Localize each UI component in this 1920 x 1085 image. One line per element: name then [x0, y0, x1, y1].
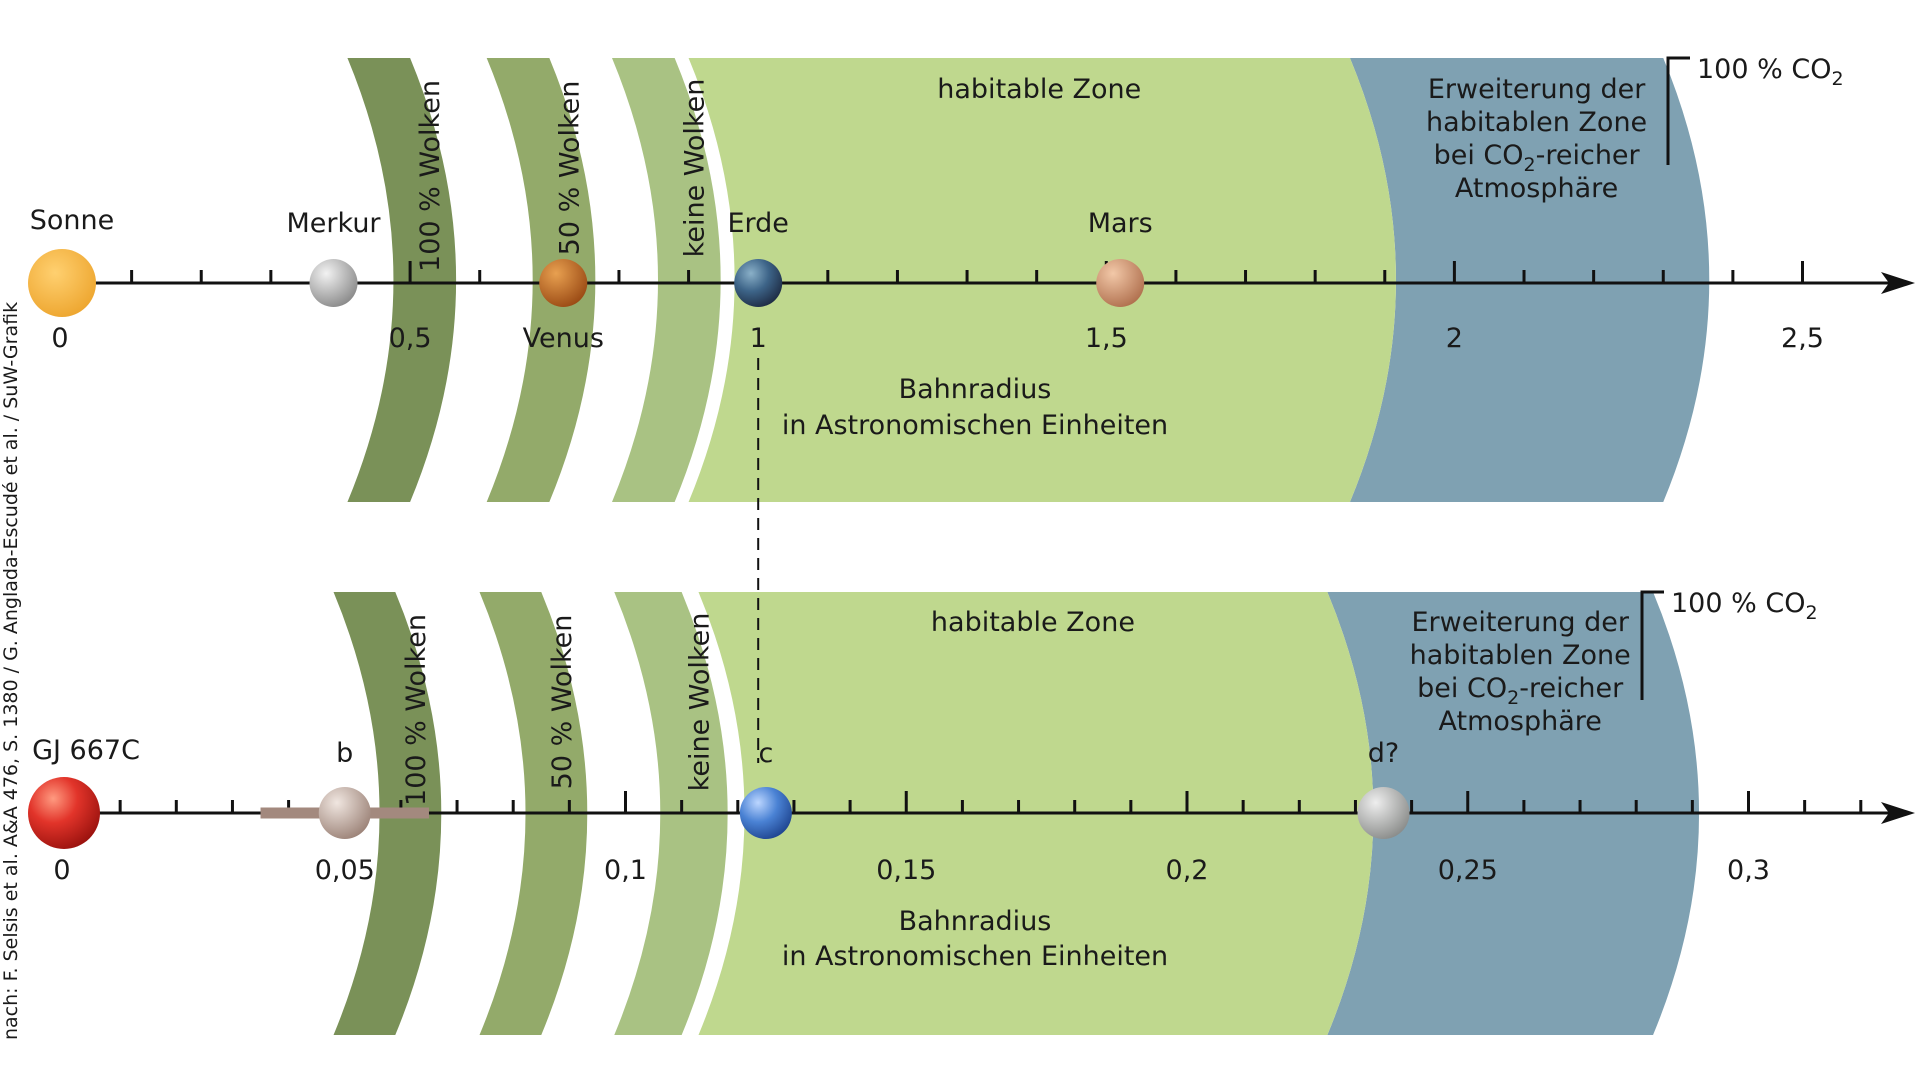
planet-name: d? — [1368, 738, 1399, 769]
tick-label: 0,3 — [1727, 855, 1770, 886]
tick-label: 0,2 — [1166, 855, 1209, 886]
no-cloud-label: keine Wolken — [684, 613, 715, 792]
axis-label-line-1: Bahnradius — [899, 374, 1052, 405]
planet-name: b — [336, 738, 353, 769]
tick-label: 0,25 — [1438, 855, 1498, 886]
no-cloud-band — [611, 58, 721, 502]
planet-name: Erde — [727, 208, 788, 239]
zones-layer — [333, 58, 1710, 1035]
text-layer: 100 % Wolken 50 % Wolken keine Wolken habit… — [30, 54, 1844, 972]
co2-marker-line — [1666, 56, 1690, 165]
star-name: GJ 667C — [32, 735, 140, 766]
planet-body — [309, 259, 358, 307]
tick-label: 2 — [1446, 323, 1463, 354]
axis-label-line-2: in Astronomischen Einheiten — [782, 410, 1168, 441]
no-cloud-label: keine Wolken — [680, 79, 711, 258]
planet-name: Mars — [1088, 208, 1153, 239]
extension-label-4: Atmosphäre — [1439, 706, 1602, 737]
planet-body — [739, 787, 792, 839]
planet-name: Venus — [523, 323, 604, 354]
co2-marker-line — [1640, 590, 1664, 700]
co2-marker-label: 100 % CO2 — [1671, 588, 1818, 624]
axis-label-line-1: Bahnradius — [899, 906, 1052, 937]
tick-label: 1,5 — [1085, 323, 1128, 354]
habitable-zone — [688, 58, 1396, 502]
cloud50-label: 50 % Wolken — [554, 81, 585, 256]
co2-marker-label: 100 % CO2 — [1697, 54, 1844, 90]
extension-label-1: Erweiterung der — [1411, 607, 1629, 638]
tick-label: 0 — [53, 855, 70, 886]
source-credit: nach: F. Selsis et al. A&A 476, S. 1380 … — [0, 302, 22, 1040]
cloud100-band — [347, 58, 457, 502]
star-body — [28, 777, 100, 849]
star-body — [28, 249, 96, 317]
extension-zone — [1349, 58, 1710, 502]
cloud100-label: 100 % Wolken — [415, 80, 446, 272]
tick-label: 0,05 — [315, 855, 375, 886]
habitable-zone-label: habitable Zone — [937, 74, 1141, 105]
tick-label: 0 — [51, 323, 68, 354]
planet-body — [1096, 259, 1145, 307]
tick-label: 1 — [750, 323, 767, 354]
planet-body — [318, 787, 371, 839]
extension-label-3: bei CO2-reicher — [1417, 673, 1624, 709]
axis-arrow — [1881, 802, 1915, 824]
extension-label-3: bei CO2-reicher — [1434, 140, 1641, 176]
planet-body — [734, 259, 783, 307]
extension-label-2: habitablen Zone — [1410, 640, 1631, 671]
habitable-zone-label: habitable Zone — [931, 607, 1135, 638]
planet-body — [539, 259, 588, 307]
planet-name: Merkur — [287, 208, 382, 239]
cloud50-label: 50 % Wolken — [547, 615, 578, 790]
axis-label-line-2: in Astronomischen Einheiten — [782, 941, 1168, 972]
cloud100-label: 100 % Wolken — [401, 614, 432, 806]
extension-label-1: Erweiterung der — [1428, 74, 1646, 105]
planet-name: c — [758, 738, 773, 769]
tick-label: 0,15 — [876, 855, 936, 886]
planet-body — [1357, 787, 1410, 839]
tick-label: 2,5 — [1781, 323, 1824, 354]
extension-label-2: habitablen Zone — [1426, 107, 1647, 138]
tick-label: 0,5 — [389, 323, 432, 354]
tick-label: 0,1 — [604, 855, 647, 886]
star-name: Sonne — [30, 205, 115, 236]
bodies-layer — [28, 249, 1410, 849]
extension-label-4: Atmosphäre — [1455, 173, 1618, 204]
axis-arrow — [1881, 272, 1915, 294]
